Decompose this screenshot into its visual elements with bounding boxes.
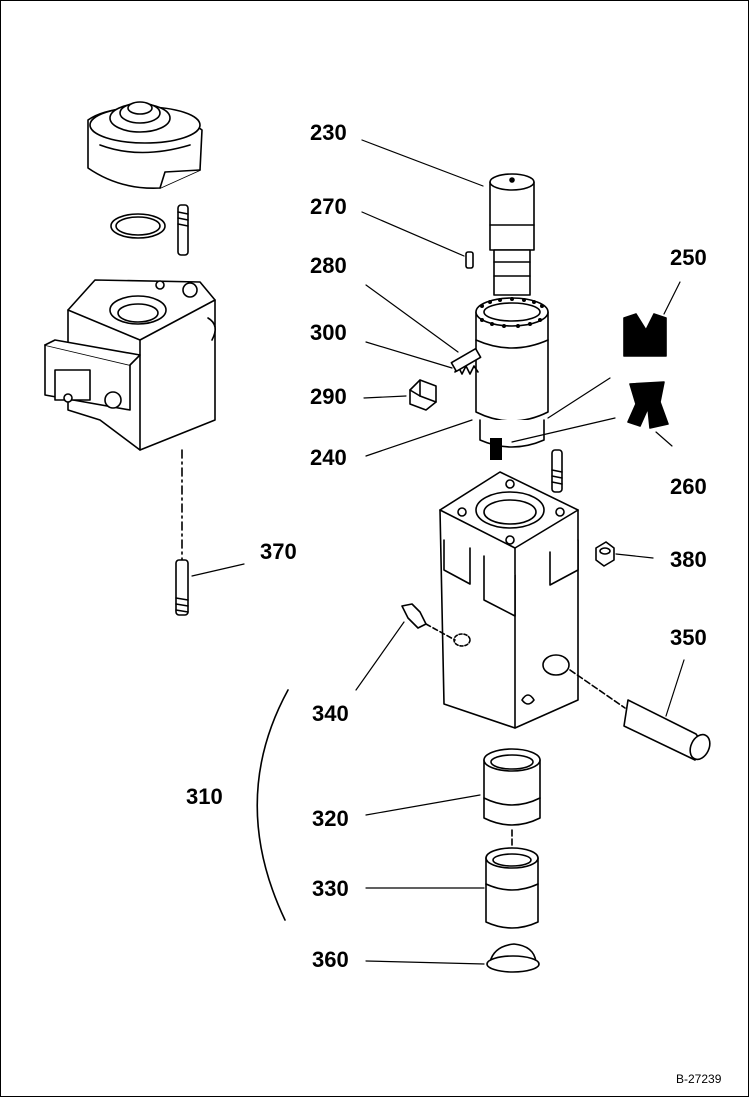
callout-370: 370	[260, 539, 297, 564]
part-380-nut	[595, 541, 615, 567]
part-320-sleeve	[483, 748, 541, 826]
callout-310: 310	[186, 784, 223, 809]
cap-pin	[177, 204, 189, 256]
part-260-seal	[627, 381, 669, 429]
callout-350: 350	[670, 625, 707, 650]
part-280-screw	[450, 347, 482, 373]
part-230-spool	[489, 173, 535, 296]
part-270-pin	[465, 251, 474, 269]
part-290-plug	[409, 379, 437, 411]
bracket-310	[256, 689, 289, 921]
spool-housing	[475, 297, 549, 448]
o-ring	[110, 213, 166, 239]
callout-380: 380	[670, 547, 707, 572]
handle-cap	[87, 101, 203, 189]
stud-bolt	[551, 449, 563, 493]
callout-330: 330	[312, 876, 349, 901]
callout-270: 270	[310, 194, 347, 219]
part-370-pin	[175, 559, 189, 616]
callout-250: 250	[670, 245, 707, 270]
part-350-pin	[569, 669, 711, 761]
housing-holes	[480, 297, 544, 460]
callout-290: 290	[310, 384, 347, 409]
callout-300: 300	[310, 320, 347, 345]
part-330-sleeve	[485, 847, 539, 929]
left-valve-body	[44, 279, 216, 451]
part-250-seal	[623, 313, 667, 357]
callout-230: 230	[310, 120, 347, 145]
callout-320: 320	[312, 806, 349, 831]
callout-340: 340	[312, 701, 349, 726]
callout-240: 240	[310, 445, 347, 470]
main-valve-body	[439, 471, 579, 729]
callout-280: 280	[310, 253, 347, 278]
part-360-cap	[486, 943, 540, 973]
figure-reference: B-27239	[676, 1072, 722, 1086]
leader-lines	[191, 139, 685, 965]
callout-260: 260	[670, 474, 707, 499]
callout-360: 360	[312, 947, 349, 972]
part-340-fitting	[401, 603, 456, 641]
